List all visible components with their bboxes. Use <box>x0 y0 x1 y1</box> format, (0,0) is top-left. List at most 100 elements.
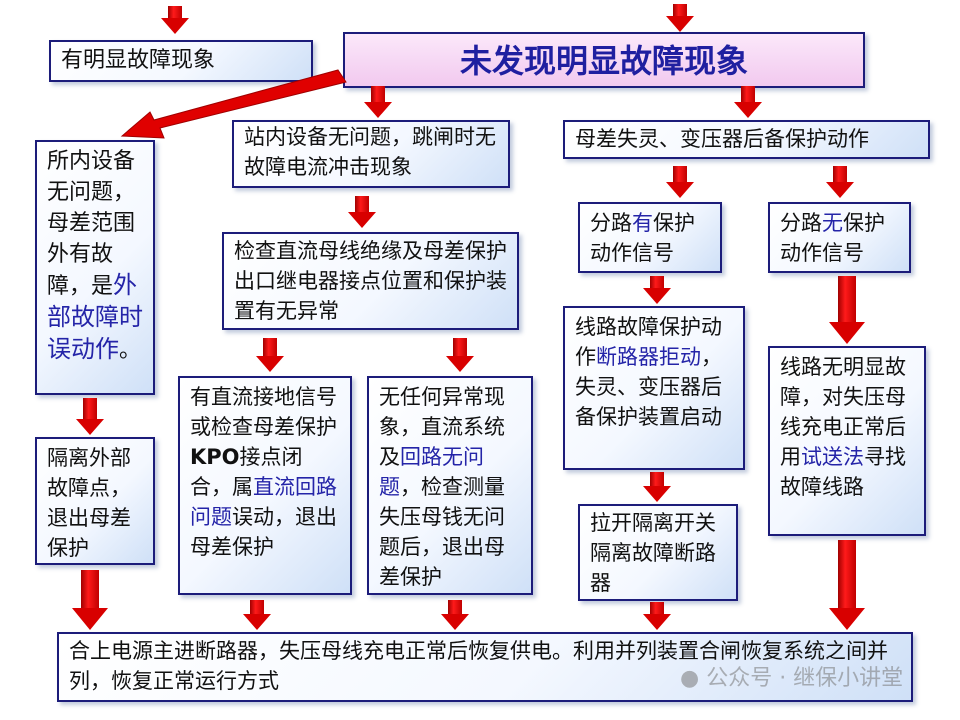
no-abnormal-highlight: 回路无问题 <box>379 445 484 499</box>
line-fault-text: 线路故障保护动作 <box>575 315 722 369</box>
branch-yes-box: 分路有保护动作信号 <box>578 202 722 273</box>
arrow-shaft <box>650 602 664 616</box>
no-abnormal-text: 无任何异常现象，直流系统及 <box>379 385 505 469</box>
arrow-head <box>734 102 762 118</box>
down-arrow-icon <box>161 6 189 34</box>
bottom-label: 合上电源主进断路器，失压母线充电正常后恢复供电。利用并列装置合闸恢复系统之间并列… <box>69 639 888 693</box>
arrow-head <box>829 608 865 630</box>
title-label: 未发现明显故障现象 <box>459 42 748 80</box>
arrow-shaft <box>838 276 856 324</box>
pull-open-label: 拉开隔离开关隔离故障断路器 <box>590 511 716 595</box>
arrow-head <box>826 182 854 198</box>
down-arrow-icon <box>446 338 474 372</box>
arrow-shaft <box>838 540 856 610</box>
busdiff-box: 母差失灵、变压器后备保护动作 <box>563 120 930 159</box>
branch-yes-text: 分路 <box>590 211 632 235</box>
down-arrow-icon <box>441 600 469 630</box>
arrow-head <box>643 614 671 630</box>
branch-yes-highlight: 有 <box>632 211 653 235</box>
arrow-shaft <box>650 276 664 290</box>
dc-ground-box: 有直流接地信号或检查母差保护 KPO接点闭合，属直流回路问题误动，退出母差保护 <box>178 376 352 595</box>
arrow-shaft <box>355 196 369 214</box>
down-arrow-icon <box>829 540 865 630</box>
bottom-box: 合上电源主进断路器，失压母线充电正常后恢复供电。利用并列装置合闸恢复系统之间并列… <box>57 632 913 702</box>
down-arrow-icon <box>643 276 671 304</box>
arrow-shaft <box>83 398 97 421</box>
left-box: 所内设备无问题，母差范围外有故障，是外部故障时误动作。 <box>35 140 155 395</box>
check-box: 检查直流母线绝缘及母差保护出口继电器接点位置和保护装置有无异常 <box>222 232 519 330</box>
station-box-label: 站内设备无问题，跳闸时无故障电流冲击现象 <box>244 125 496 179</box>
arrow-head <box>643 288 671 304</box>
line-fault-box: 线路故障保护动作断路器拒动，失灵、变压器后备保护装置启动 <box>563 306 745 470</box>
branch-no-box: 分路无保护动作信号 <box>768 202 911 273</box>
branch-no-text-2: 保护动作信号 <box>780 211 885 265</box>
title-box: 未发现明显故障现象 <box>343 32 865 88</box>
down-arrow-icon <box>76 398 104 435</box>
down-arrow-icon <box>72 570 108 630</box>
top-left-label: 有明显故障现象 <box>61 48 216 73</box>
arrow-shaft <box>448 600 462 616</box>
arrow-head <box>829 322 865 344</box>
isolate-external-box: 隔离外部故障点，退出母差保护 <box>35 437 155 565</box>
down-arrow-icon <box>256 338 284 372</box>
down-arrow-icon <box>666 166 694 198</box>
arrow-shaft <box>650 472 664 488</box>
branch-yes-text-2: 保护动作信号 <box>590 211 695 265</box>
pull-open-box: 拉开隔离开关隔离故障断路器 <box>578 504 738 601</box>
down-arrow-icon <box>243 600 271 630</box>
arrow-head <box>666 182 694 198</box>
arrow-head <box>161 18 189 34</box>
watermark-label: 公众号 · 继保小讲堂 <box>706 666 904 691</box>
down-arrow-icon <box>826 166 854 198</box>
arrow-head <box>446 356 474 372</box>
branch-no-text: 分路 <box>780 211 822 235</box>
watermark: ● 公众号 · 继保小讲堂 <box>680 660 903 692</box>
arrow-head <box>364 102 392 118</box>
down-arrow-icon <box>829 276 865 344</box>
dc-ground-text-2: 接点闭合，属 <box>190 445 303 499</box>
station-box: 站内设备无问题，跳闸时无故障电流冲击现象 <box>232 120 510 188</box>
dc-ground-text: 有直流接地信号或检查母差保护 <box>190 385 337 439</box>
line-nofault-text: 线路无明显故障，对失压母线充电正常后用 <box>780 355 906 469</box>
line-fault-text-2: ，失灵、变压器后备保护装置启动 <box>575 345 722 429</box>
no-abnormal-text-2: ，检查测量失压母钱无问题后，退出母差保护 <box>379 475 505 589</box>
arrow-head <box>348 212 376 228</box>
dc-ground-text-3: 误动，退出母差保护 <box>190 505 337 559</box>
down-arrow-icon <box>643 602 671 630</box>
arrow-shaft <box>371 86 385 104</box>
arrow-shaft <box>833 166 847 184</box>
line-nofault-text-2: 寻找故障线路 <box>780 445 906 499</box>
arrow-head <box>243 614 271 630</box>
wechat-icon: ● <box>680 666 700 691</box>
down-arrow-icon <box>364 86 392 118</box>
kpo-label: KPO <box>190 445 240 469</box>
arrow-shaft <box>741 86 755 104</box>
left-box-highlight: 外部故障时误动作 <box>47 271 143 363</box>
line-nofault-box: 线路无明显故障，对失压母线充电正常后用试送法寻找故障线路 <box>768 346 926 536</box>
arrow-shaft <box>168 6 182 20</box>
dc-ground-highlight: 直流回路问题 <box>190 475 337 529</box>
busdiff-box-label: 母差失灵、变压器后备保护动作 <box>575 127 869 151</box>
arrow-shaft <box>673 4 687 18</box>
isolate-external-label: 隔离外部故障点，退出母差保护 <box>47 446 131 560</box>
left-box-text-end: 。 <box>119 338 142 363</box>
branch-no-highlight: 无 <box>822 211 843 235</box>
no-abnormal-box: 无任何异常现象，直流系统及回路无问题，检查测量失压母钱无问题后，退出母差保护 <box>367 376 533 595</box>
left-box-text: 所内设备无问题，母差范围外有故障，是 <box>47 149 136 299</box>
arrow-shaft <box>250 600 264 616</box>
arrow-head <box>256 356 284 372</box>
down-arrow-icon <box>734 86 762 118</box>
arrow-shaft <box>673 166 687 184</box>
line-nofault-highlight: 试送法 <box>801 445 864 469</box>
down-arrow-icon <box>666 4 694 32</box>
down-arrow-icon <box>643 472 671 502</box>
arrow-head <box>643 486 671 502</box>
line-fault-highlight: 断路器拒动 <box>596 345 701 369</box>
arrow-shaft <box>263 338 277 358</box>
arrow-head <box>72 608 108 630</box>
check-box-label: 检查直流母线绝缘及母差保护出口继电器接点位置和保护装置有无异常 <box>234 239 507 323</box>
diagonal-arrow-icon <box>120 69 347 139</box>
arrow-shaft <box>81 570 99 610</box>
arrow-head <box>666 16 694 32</box>
top-left-box: 有明显故障现象 <box>49 40 313 82</box>
